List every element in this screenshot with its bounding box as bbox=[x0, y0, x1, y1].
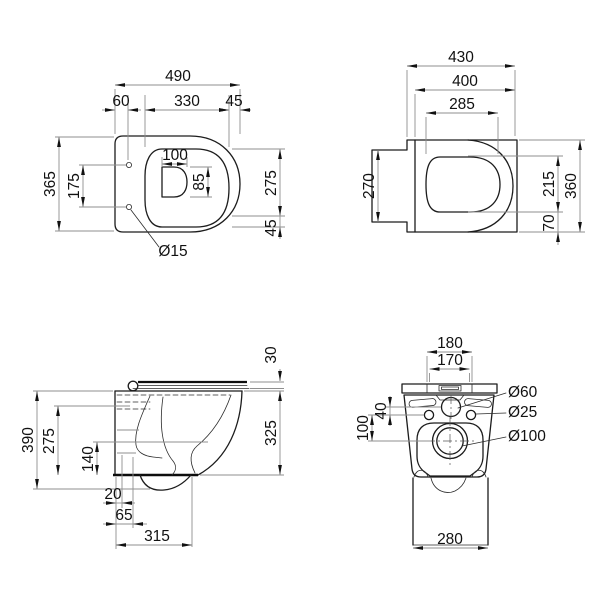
dim-hole-setback: 60 bbox=[112, 93, 130, 110]
outlet-boss bbox=[416, 422, 484, 477]
dim-outlet-offset: 100 bbox=[355, 415, 372, 441]
mounting-hole-top bbox=[126, 161, 133, 168]
fixing-leader-line bbox=[475, 412, 507, 415]
flush-opening-outline bbox=[161, 166, 188, 198]
dim-bottom-length: 315 bbox=[144, 528, 170, 545]
inner-bowl-left bbox=[135, 395, 163, 459]
trap-arc bbox=[430, 477, 467, 493]
dim-total-height: 390 bbox=[20, 427, 37, 453]
side-view-panel: 30 325 390 275 140 20 65 315 bbox=[20, 346, 284, 549]
mounting-hole-bottom bbox=[126, 203, 133, 210]
dim-seat-inner-width: 215 bbox=[541, 171, 558, 197]
dim-offset-small: 20 bbox=[104, 486, 122, 503]
dim-plate-width: 270 bbox=[361, 173, 378, 199]
seat-opening-outline bbox=[144, 148, 230, 228]
body-and-plate-outline bbox=[371, 139, 518, 233]
inlet-leader-line bbox=[457, 392, 507, 409]
fixing-hole-left bbox=[423, 409, 435, 421]
outlet-leader-line bbox=[461, 436, 507, 447]
dim-offset-large: 65 bbox=[115, 507, 132, 524]
dim-inlet-offset: 40 bbox=[373, 402, 390, 420]
right-foot-cutout bbox=[471, 469, 487, 478]
dim-rear-height: 275 bbox=[41, 428, 58, 454]
top-view-panel: 490 60 330 45 365 175 100 85 275 bbox=[42, 68, 285, 260]
hole-leader-line bbox=[130, 209, 160, 248]
front-profile-curve bbox=[197, 390, 243, 476]
inner-bowl-right bbox=[190, 394, 232, 474]
dim-bowl-depth: 400 bbox=[452, 73, 478, 90]
dim-fixing-span-outer: 180 bbox=[437, 335, 463, 352]
inner-funnel bbox=[160, 396, 176, 476]
mounting-face-outline bbox=[403, 394, 495, 478]
top-notch bbox=[435, 394, 465, 401]
fixing-hole-right bbox=[465, 409, 477, 421]
dim-seat-opening-width: 275 bbox=[263, 170, 280, 196]
rear-view-panel: 180 170 40 100 280 Ø60 Ø25 Ø100 bbox=[355, 335, 546, 550]
dim-hole-spacing: 175 bbox=[66, 173, 83, 199]
top-plate bbox=[401, 383, 498, 394]
label-fixing-hole-diameter: Ø25 bbox=[508, 404, 537, 421]
dim-overall-width: 365 bbox=[42, 171, 59, 197]
dim-base-width: 280 bbox=[437, 531, 463, 548]
label-outlet-diameter: Ø100 bbox=[508, 428, 546, 445]
dim-rim-offset: 45 bbox=[263, 219, 280, 236]
dim-front-edge: 45 bbox=[225, 93, 242, 110]
sump-outline bbox=[139, 474, 192, 491]
right-slot bbox=[464, 398, 492, 408]
dim-overall-length: 490 bbox=[165, 68, 191, 85]
label-inlet-diameter: Ø60 bbox=[508, 384, 538, 401]
dim-overall-width-plan: 360 bbox=[563, 173, 580, 199]
lid-outline bbox=[467, 139, 514, 233]
flush-window-outer bbox=[438, 385, 462, 392]
dim-flush-opening-length: 100 bbox=[162, 147, 188, 164]
label-mounting-hole-diameter: Ø15 bbox=[158, 243, 187, 260]
dim-seat-opening-length: 330 bbox=[174, 93, 200, 110]
dim-fixing-span-inner: 170 bbox=[437, 352, 463, 369]
seat-outline bbox=[425, 156, 501, 213]
dim-seat-thickness: 30 bbox=[263, 346, 280, 364]
dim-trap-height: 140 bbox=[80, 446, 97, 472]
bowl-outline bbox=[114, 135, 241, 233]
left-foot-cutout bbox=[413, 469, 429, 478]
dim-flush-opening-width: 85 bbox=[191, 173, 208, 190]
flush-window-inner bbox=[441, 386, 459, 390]
left-slot bbox=[408, 398, 437, 408]
dim-overall-depth: 430 bbox=[448, 49, 474, 66]
seat-hinge bbox=[127, 380, 139, 392]
dim-bowl-height: 325 bbox=[263, 420, 280, 446]
dim-seat-depth: 285 bbox=[449, 96, 475, 113]
dim-rear-offset: 70 bbox=[541, 214, 558, 232]
plan-view-panel: 430 400 285 270 215 70 360 bbox=[361, 49, 585, 245]
